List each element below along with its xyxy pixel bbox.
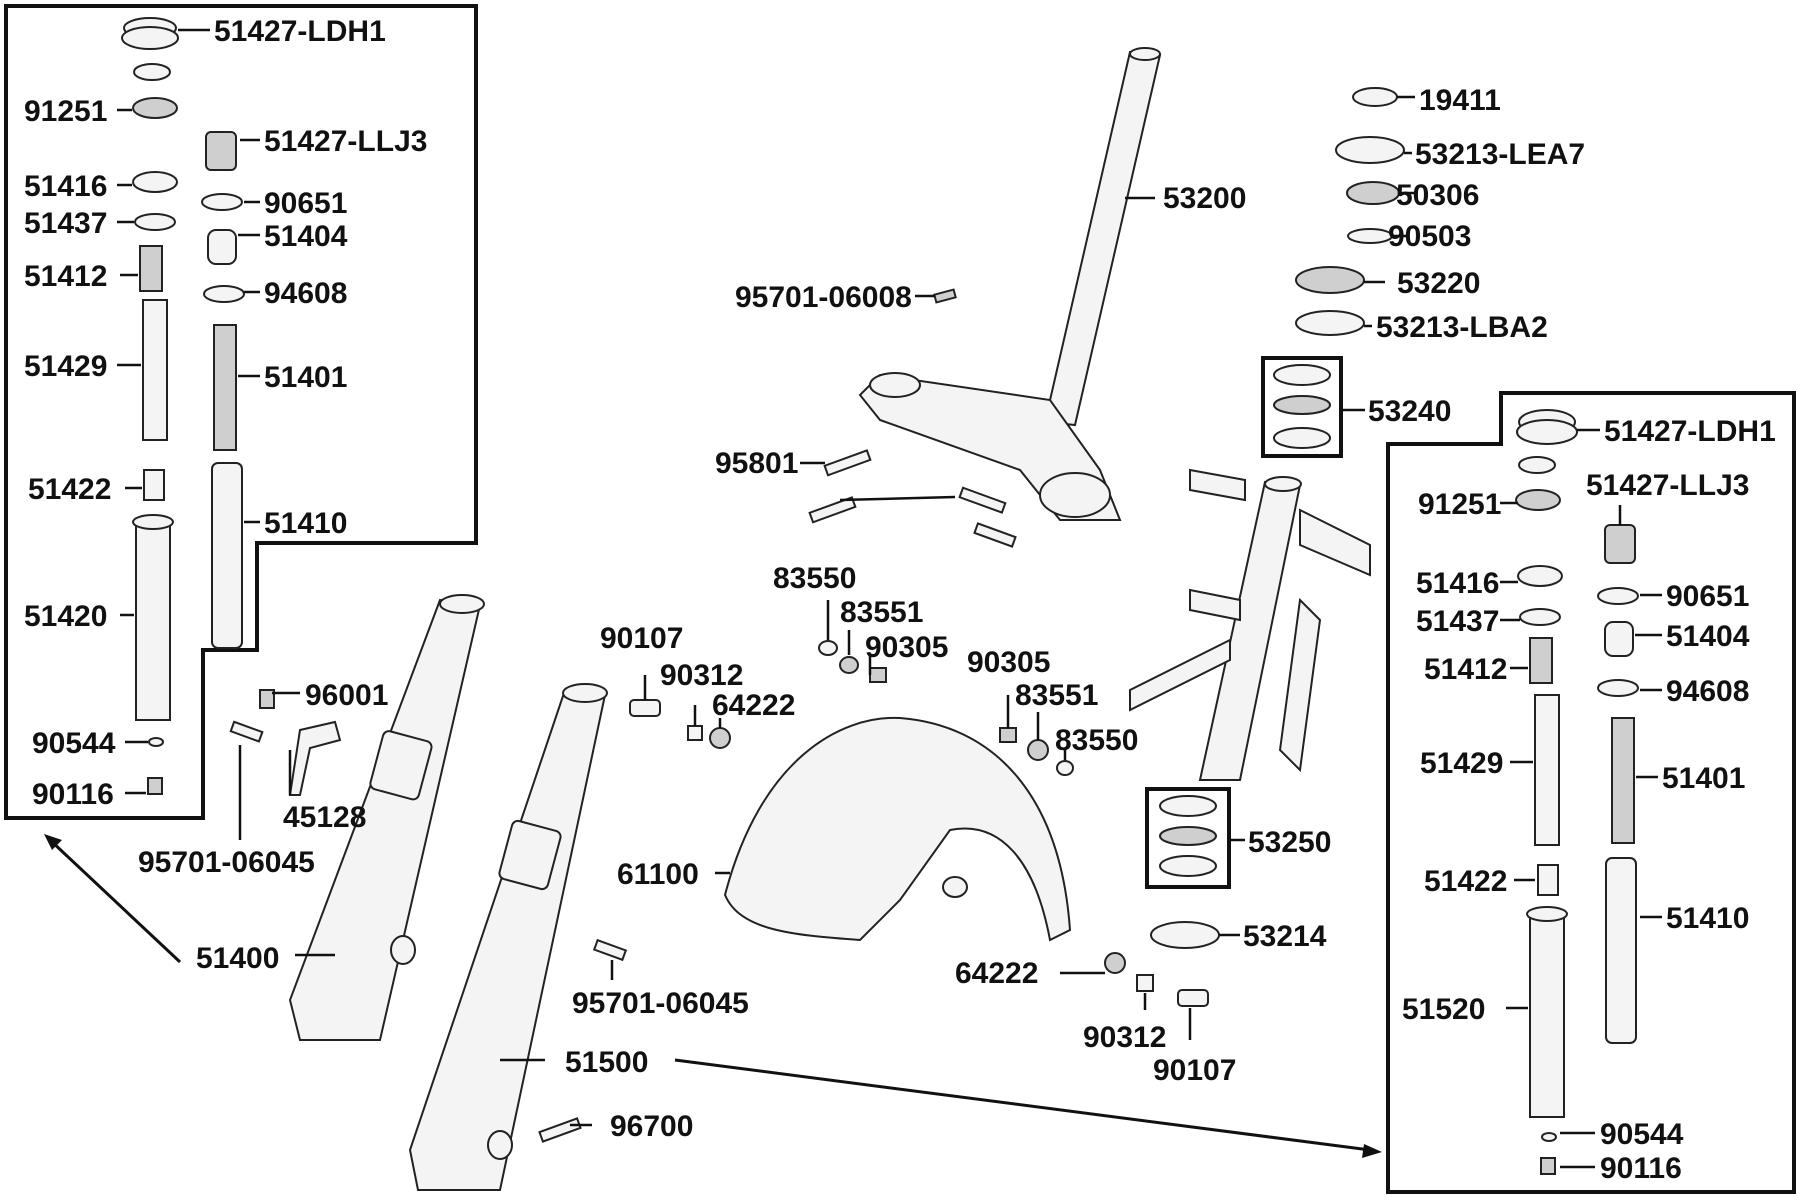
label-51410-right: 51410 [1666,902,1749,935]
label-95701-06008: 95701-06008 [735,281,912,314]
label-90503: 90503 [1388,220,1471,253]
label-51416-right: 51416 [1416,567,1499,600]
small-fork-parts [229,689,628,1143]
label-64222-right: 64222 [955,957,1038,990]
label-83550-right: 83550 [1055,724,1138,757]
label-90107-right: 90107 [1153,1054,1236,1087]
right-inset-frame [1386,391,1796,1194]
label-83550-left: 83550 [773,562,856,595]
label-95701-06045-top: 95701-06045 [138,846,315,879]
label-94608-left: 94608 [264,277,347,310]
label-51412-right: 51412 [1424,653,1507,686]
fork-leaders [238,691,614,1127]
label-51404-right: 51404 [1666,620,1750,653]
fender-labels: 83550 83551 90305 90107 90312 64222 9030… [600,562,1236,1087]
label-90544-left: 90544 [32,727,116,760]
label-51422-left: 51422 [28,473,111,506]
label-51400: 51400 [196,942,279,975]
steering-stem-53200 [858,47,1162,521]
label-83551-right: 83551 [1015,679,1098,712]
label-51412-left: 51412 [24,260,107,293]
label-90544-right: 90544 [1600,1118,1684,1151]
label-91251-left: 91251 [24,95,107,128]
label-51437-left: 51437 [24,207,107,240]
label-51410-left: 51410 [264,507,347,540]
label-53240: 53240 [1368,395,1451,428]
label-53214: 53214 [1243,920,1327,953]
bearing-box-53240 [1261,356,1343,458]
label-83551-left: 83551 [840,596,923,629]
label-51422-right: 51422 [1424,865,1507,898]
label-90107-left: 90107 [600,622,683,655]
stem-bolts [808,288,1017,548]
label-51429-left: 51429 [24,350,107,383]
label-96700: 96700 [610,1110,693,1143]
label-51427-ldh1-left: 51427-LDH1 [214,15,386,48]
fender-leaders [643,600,1192,1040]
label-19411: 19411 [1419,84,1501,117]
label-53220: 53220 [1397,267,1480,300]
label-90312-right: 90312 [1083,1021,1166,1054]
fork-leg-51400 [288,594,485,1041]
stem-leaders [800,196,1155,502]
left-inset-labels: 51427-LDH1 91251 51427-LLJ3 51416 90651 … [24,15,427,811]
label-51401-right: 51401 [1662,762,1745,795]
stem-labels: 53200 95701-06008 95801 [715,182,1246,480]
bearing-box-53250 [1145,787,1231,889]
label-51401-left: 51401 [264,361,347,394]
label-50306: 50306 [1396,179,1479,212]
label-90116-right: 90116 [1600,1152,1682,1185]
front-fender-61100 [723,716,1072,942]
label-45128: 45128 [283,801,366,834]
right-inset-labels: 51427-LDH1 91251 51427-LLJ3 51416 90651 … [1402,415,1776,1185]
left-inset-parts [121,17,245,795]
bearing-labels: 19411 53213-LEA7 50306 90503 53220 53213… [1243,84,1585,953]
label-51500: 51500 [565,1046,648,1079]
label-51416-left: 51416 [24,170,107,203]
label-94608-right: 94608 [1666,675,1749,708]
label-51427-llj3-right: 51427-LLJ3 [1586,469,1749,502]
label-64222-left: 64222 [712,689,795,722]
frame-head [1129,468,1371,781]
label-51437-right: 51437 [1416,605,1499,638]
label-53200: 53200 [1163,182,1246,215]
label-91251-right: 91251 [1418,488,1501,521]
label-51520-right: 51520 [1402,993,1485,1026]
label-53250: 53250 [1248,826,1331,859]
label-90651-right: 90651 [1666,580,1749,613]
label-96001: 96001 [305,679,388,712]
label-61100: 61100 [617,858,699,891]
label-51429-right: 51429 [1420,747,1503,780]
bearing-leaders [1219,95,1418,937]
arrow-51500-to-right-inset [674,1058,1371,1152]
label-90312-left: 90312 [660,659,743,692]
fork-labels: 96001 45128 95701-06045 51400 51500 9570… [138,679,749,1143]
right-inset-parts [1515,409,1639,1175]
bearing-53240-parts [1273,364,1331,449]
bearing-53250-parts [1159,795,1217,877]
fork-leg-51500 [408,683,608,1191]
label-53213-lea7: 53213-LEA7 [1415,138,1585,171]
label-95801: 95801 [715,447,798,480]
label-51404-left: 51404 [264,220,348,253]
label-90116-left: 90116 [32,778,114,811]
label-90305-right: 90305 [967,646,1050,679]
left-inset-frame [4,4,478,820]
label-51420-left: 51420 [24,600,107,633]
arrow-51500-head [1362,1144,1382,1158]
arrow-51400-to-left-inset [48,838,182,964]
left-inset-leaders [117,28,260,795]
right-inset-leaders [1500,428,1662,1169]
arrow-51400-head [44,834,62,850]
label-51427-ldh1-right: 51427-LDH1 [1604,415,1776,448]
label-95701-06045-bottom: 95701-06045 [572,987,749,1020]
label-53213-lba2: 53213-LBA2 [1376,311,1548,344]
label-51427-llj3-left: 51427-LLJ3 [264,125,427,158]
label-90305-left: 90305 [865,631,948,664]
label-90651-left: 90651 [264,187,347,220]
